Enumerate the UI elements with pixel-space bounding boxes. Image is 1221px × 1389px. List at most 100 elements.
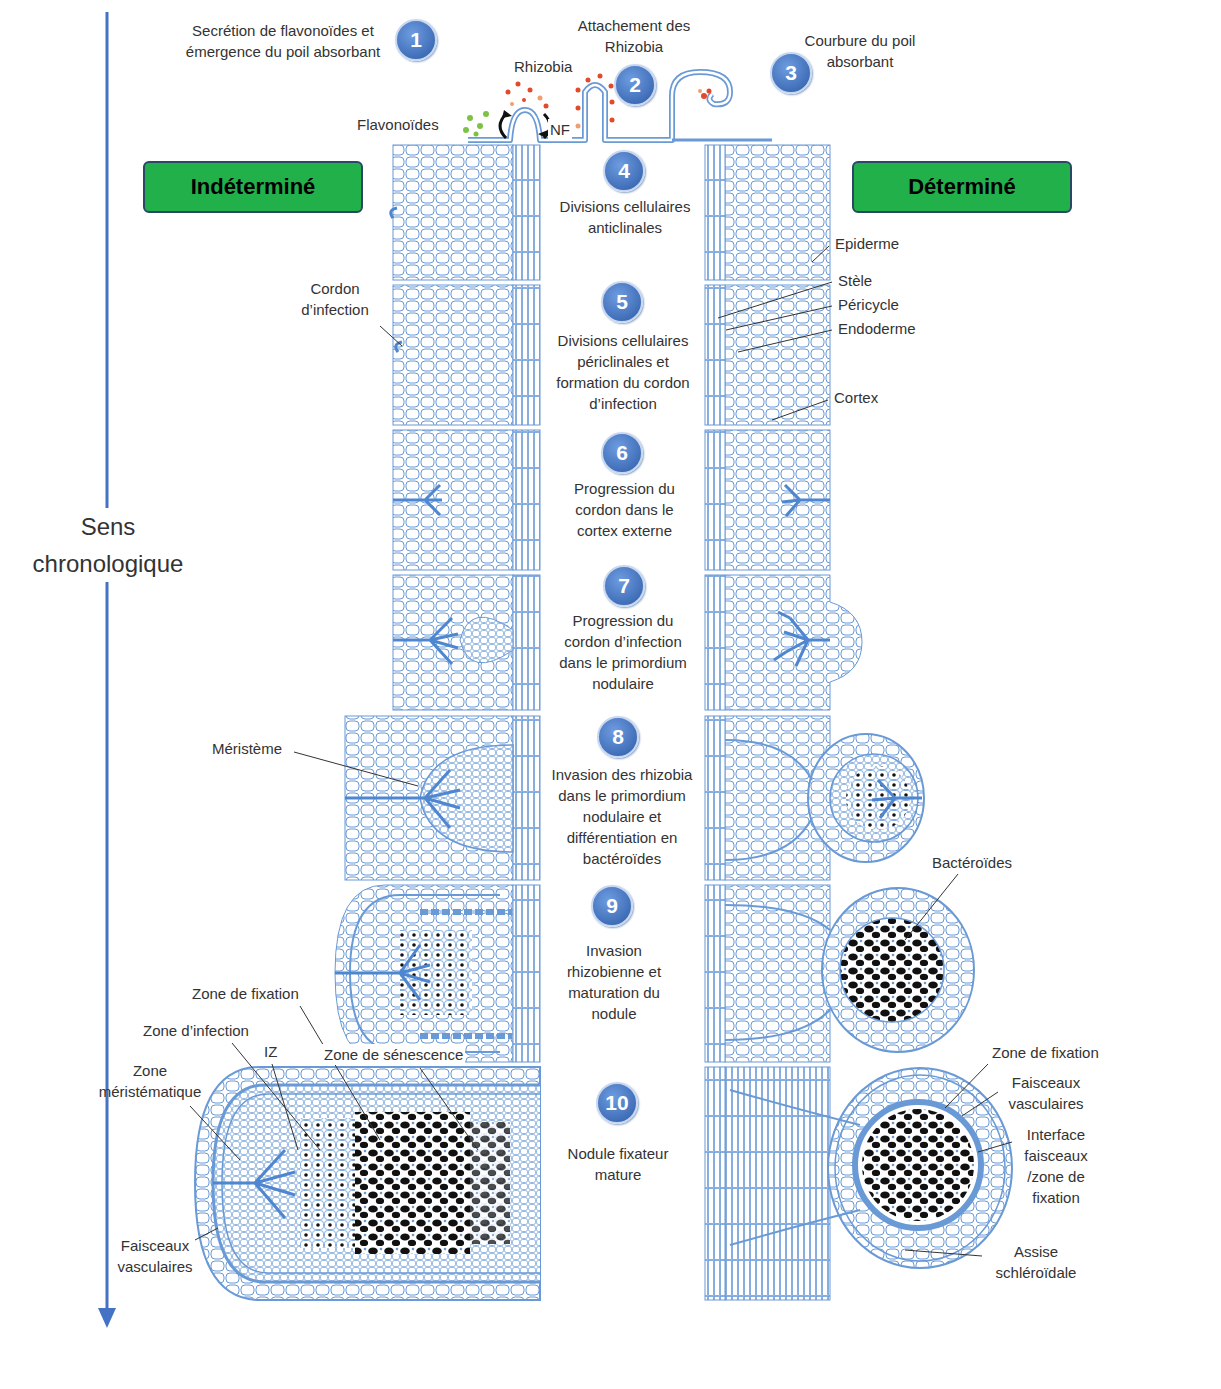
nodule-tissue	[213, 1085, 540, 1282]
rhizobia-dots	[506, 90, 511, 95]
infection-thread	[393, 485, 442, 515]
callout-number: 10	[605, 1091, 628, 1115]
callout-number: 6	[616, 441, 628, 465]
root-section	[808, 734, 924, 862]
leader-line	[905, 874, 958, 940]
annotation-label: Zone de fixation	[990, 1042, 1101, 1063]
annotation-label: Epiderme	[833, 233, 901, 254]
leader-line	[978, 1142, 1012, 1152]
annotation-label: Péricycle	[836, 294, 901, 315]
time-axis-arrow	[98, 12, 116, 1328]
annotation-label: IZ	[262, 1041, 279, 1062]
step-number-circle: 3	[770, 52, 812, 94]
annotation-label: NF	[548, 119, 572, 140]
root-section	[393, 285, 513, 425]
annotation-label: Stèle	[836, 270, 874, 291]
rhizobia-dots	[528, 88, 533, 93]
nodule-tissue	[835, 1075, 1005, 1261]
annotation-label: Invasion des rhizobia dans le primordium…	[544, 764, 700, 869]
step-number-circle: 8	[597, 716, 639, 758]
rhizobia-dots	[701, 93, 707, 99]
root-section	[513, 716, 540, 880]
infection-thread	[345, 770, 460, 828]
nodule-tissue	[355, 1112, 470, 1254]
annotation-label: Secrétion de flavonoïdes et émergence du…	[173, 20, 393, 62]
annotation-label: Assise schléroïdale	[984, 1241, 1088, 1283]
leader-line	[738, 330, 832, 352]
rhizobia-dots	[609, 84, 614, 89]
vascular-traces	[725, 818, 812, 860]
root-surface	[730, 139, 772, 142]
vascular-traces	[725, 905, 830, 930]
root-section	[393, 575, 513, 710]
callout-number: 9	[606, 894, 618, 918]
root-section	[513, 145, 540, 280]
callout-number: 4	[618, 159, 630, 183]
callout-number: 7	[618, 574, 630, 598]
rhizobia-dots	[522, 98, 526, 102]
annotation-label: Rhizobia	[512, 56, 574, 77]
infection-thread	[393, 618, 458, 664]
root-section	[705, 1067, 725, 1300]
root-section	[195, 1067, 540, 1300]
root-section	[725, 885, 830, 1062]
leader-line	[272, 1064, 298, 1150]
rhizobia-dots	[506, 74, 712, 129]
annotation-label: Nodule fixateur mature	[558, 1143, 678, 1185]
annotation-label: Cortex	[832, 387, 880, 408]
annotation-label: Progression du cordon dans le cortex ext…	[552, 478, 697, 541]
category-box: Déterminé	[852, 161, 1072, 213]
rhizobia-dots	[516, 82, 521, 87]
rhizobia-dots	[576, 106, 581, 111]
vascular-traces	[730, 1210, 860, 1245]
infection-thread	[391, 208, 397, 218]
signal-arrows	[502, 110, 512, 118]
leader-line	[300, 1006, 380, 1140]
infection-thread	[335, 945, 430, 1000]
root-section	[513, 885, 540, 1062]
flavonoid-dots	[474, 132, 479, 137]
leader-line	[190, 246, 1012, 1256]
time-axis-arrow	[106, 12, 109, 1312]
infection-thread	[774, 612, 830, 666]
root-section	[513, 285, 540, 425]
annotation-label: Invasion rhizobienne et maturation du no…	[557, 940, 671, 1024]
rhizobia-dots	[544, 104, 549, 109]
leader-line	[420, 1068, 478, 1150]
callout-number: 8	[612, 725, 624, 749]
nodule-tissue	[460, 617, 513, 663]
nodule-tissue	[420, 909, 512, 915]
annotation-label: Progression du cordon d’infection dans l…	[546, 610, 700, 694]
step-number-circle: 4	[603, 150, 645, 192]
root-section	[822, 888, 974, 1052]
annotation-label: Interface faisceaux /zone de fixation	[1015, 1124, 1097, 1208]
step-number-circle: 1	[395, 19, 437, 61]
step-number-circle: 5	[601, 281, 643, 323]
leader-line	[945, 1064, 988, 1108]
annotation-label: Zone de fixation	[190, 983, 301, 1004]
annotation-label: Attachement des Rhizobia	[559, 15, 709, 57]
signal-arrows	[538, 130, 548, 138]
annotation-label: Zone de sénescence	[322, 1044, 465, 1065]
vascular-traces	[730, 1090, 860, 1125]
vascular-traces	[725, 740, 860, 1245]
nodule-tissue	[213, 617, 1005, 1282]
vascular-traces	[725, 740, 812, 780]
annotation-label: Courbure du poil absorbant	[790, 30, 930, 72]
leader-line	[195, 1228, 218, 1240]
annotation-label: Faisceaux vasculaires	[1000, 1072, 1092, 1114]
nodule-tissue	[862, 1109, 974, 1221]
step-number-circle: 7	[603, 565, 645, 607]
root-section	[335, 885, 513, 1062]
leader-line	[190, 1106, 240, 1160]
step-number-circle: 2	[614, 64, 656, 106]
leader-line	[772, 400, 828, 420]
root-section	[393, 430, 513, 570]
step-number-circle: 9	[591, 885, 633, 927]
flavonoid-dots	[463, 111, 489, 137]
rhizobia-dots	[538, 96, 543, 101]
root-section	[705, 285, 725, 425]
root-section	[705, 885, 725, 1062]
callout-number: 3	[785, 61, 797, 85]
leader-line	[380, 326, 402, 346]
